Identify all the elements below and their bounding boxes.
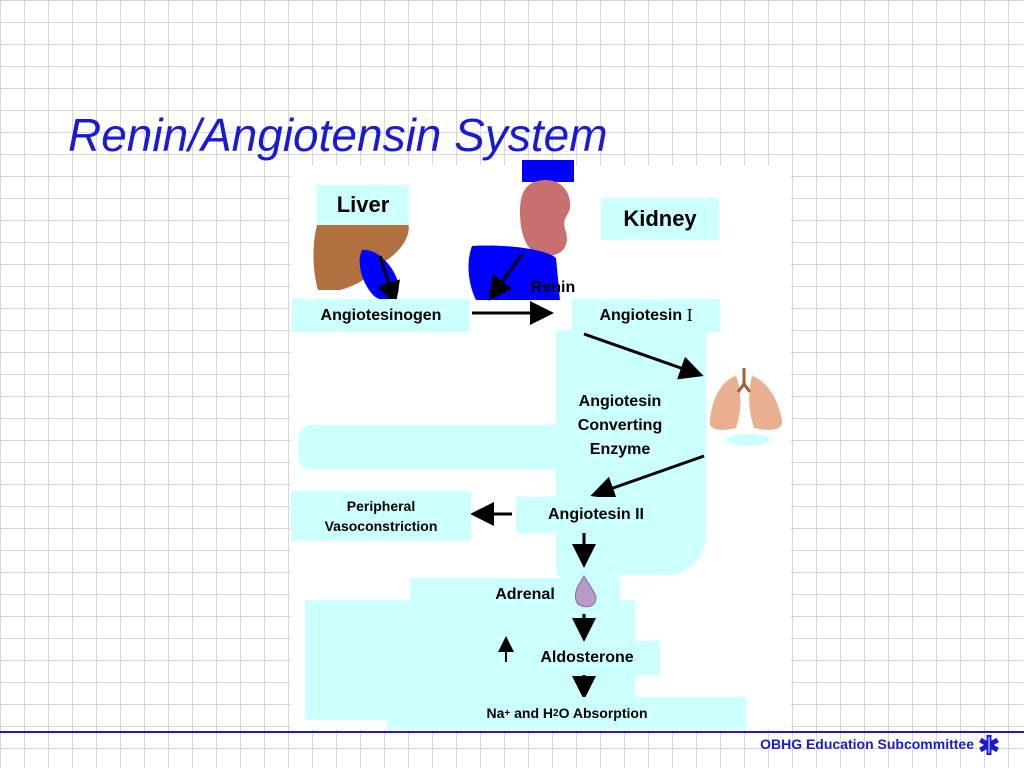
vasoconstriction-line-2: Vasoconstriction [324, 518, 438, 534]
vasoconstriction-label: Peripheral Vasoconstriction [291, 491, 471, 541]
angiotensin1-text: Angiotesin [599, 306, 683, 324]
footer-divider [0, 731, 1024, 733]
angiotensin2-label: Angiotesin II [516, 497, 676, 533]
angiotensinogen-label: Angiotesinogen [292, 299, 470, 332]
renin-label: Renin [530, 279, 576, 296]
arrow-kidney-to-renin [488, 253, 524, 301]
arrow-angiotensin1-to-lungs [583, 332, 704, 380]
aldosterone-label: Aldosterone [514, 641, 660, 675]
footer-text: OBHG Education Subcommittee [760, 736, 974, 752]
star-of-life-icon [979, 735, 999, 755]
arrow-liver-to-angiotensinogen [377, 255, 400, 306]
kidney-illustration [520, 180, 571, 256]
flow-background-middle [298, 425, 706, 470]
liver-label: Liver [317, 185, 409, 225]
lungs-illustration [709, 368, 783, 446]
angiotensin1-label: Angiotesin I [572, 299, 720, 332]
absorption-na: Na [486, 705, 505, 721]
ace-label: Angiotesin Converting Enzyme [560, 390, 680, 462]
arrow-lungs-to-angiotensin2 [590, 454, 705, 500]
ace-line-1: Angiotesin [578, 393, 662, 410]
absorption-end: O Absorption [558, 705, 648, 721]
ace-line-2: Converting [577, 417, 663, 434]
kidney-vessel-bar [522, 160, 574, 182]
adrenal-label: Adrenal [495, 586, 555, 603]
adrenal-illustration [574, 575, 597, 608]
angiotensin1-numeral: I [686, 305, 693, 325]
absorption-subscript: 2 [553, 707, 559, 719]
slide-title: Renin/Angiotensin System [68, 109, 608, 161]
absorption-plus: + [504, 707, 511, 719]
absorption-mid: and H [510, 705, 554, 721]
ace-line-3: Enzyme [589, 441, 651, 458]
vasoconstriction-line-1: Peripheral [346, 498, 416, 514]
kidney-label: Kidney [601, 198, 719, 240]
